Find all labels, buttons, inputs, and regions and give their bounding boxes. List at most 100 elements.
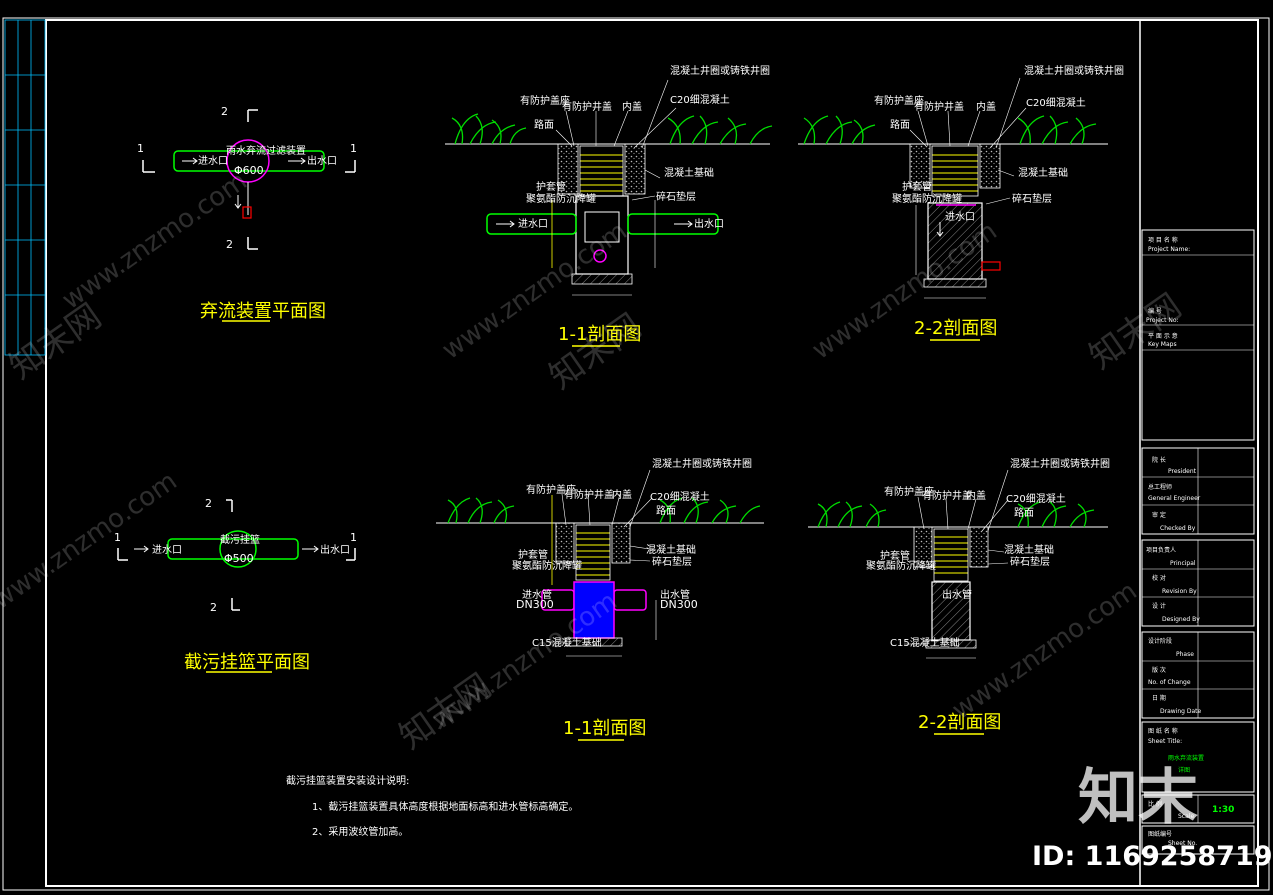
- title-block: [1139, 20, 1255, 886]
- sheet-no-en: Sheet No.: [1168, 840, 1197, 847]
- role-designed: 设 计: [1152, 602, 1166, 610]
- bottom11-outlet-pipe: 出水管: [660, 588, 690, 601]
- sheet-title-line-2: 详图: [1178, 766, 1190, 774]
- gravel-bed: [571, 273, 633, 285]
- bottom11-label-cover: 有防护井盖: [564, 488, 614, 501]
- left-binding-strip: [4, 19, 46, 356]
- top11-label-gravel: 碎石垫层: [656, 190, 696, 203]
- role-principal-en: Principal: [1170, 560, 1196, 567]
- top11-label-cover: 有防护井盖: [562, 100, 612, 113]
- role-president: 院 长: [1152, 456, 1166, 464]
- design-notes: 截污挂篮装置安装设计说明: 1、截污挂篮装置具体高度根据地面标高和进水管标高确定…: [286, 774, 578, 838]
- watermark-cn-2: 知末网: [542, 306, 648, 397]
- bottom11-label-c20: C20细混凝土: [650, 490, 710, 503]
- top22-label-sleeve: 护套管: [902, 180, 932, 193]
- diversion-drain-outlet: [242, 206, 252, 219]
- sheet-title-line-1: 雨水弃流装置: [1168, 754, 1204, 762]
- bottom22-label-collar: 混凝土井圈或铸铁井圈: [1010, 457, 1110, 470]
- bottom22-title: 2-2剖面图: [918, 712, 1001, 733]
- brand-watermark: 知末: [1078, 763, 1198, 833]
- bottom22-label-road: 路面: [1014, 506, 1034, 519]
- role-checked-en: Checked By: [1160, 525, 1196, 532]
- basket-device-circle: [219, 530, 257, 568]
- basket-plan-pipe: [167, 538, 299, 560]
- bottom22-label-cover: 有防护井盖: [922, 489, 972, 502]
- role-change: 版 次: [1152, 666, 1166, 674]
- chamber-body-4: [931, 581, 971, 641]
- top11-label-seat: 有防护盖座: [520, 94, 570, 107]
- basket-mark-2-bottom: 2: [210, 601, 217, 614]
- diversion-mark-2-bottom: 2: [226, 238, 233, 251]
- project-name-label: 项 目 名 称: [1148, 236, 1178, 244]
- bottom11-label-sleeve: 护套管: [518, 548, 548, 561]
- inner-frame: [45, 19, 1259, 887]
- grass-right-2: [1017, 115, 1097, 145]
- bottom11-inlet-size: DN300: [516, 598, 554, 611]
- scale-value: 1:30: [1212, 805, 1234, 815]
- basket-mark-1-left: 1: [114, 531, 121, 544]
- role-change-en: No. of Change: [1148, 679, 1191, 686]
- title-block-text: 项 目 名 称 Project Name: 编 号 Project No: 平 …: [1146, 236, 1234, 847]
- role-phase: 设计阶段: [1148, 637, 1172, 645]
- basket-outlet-label: 出水口: [320, 543, 350, 556]
- diversion-inlet-label: 进水口: [198, 155, 228, 167]
- top11-label-base: 混凝土基础: [664, 166, 714, 179]
- bottom22-label-gravel: 碎石垫层: [1010, 555, 1050, 568]
- watermark-url-6: www.znzmo.com: [947, 576, 1143, 726]
- top11-label-road: 路面: [534, 118, 554, 131]
- key-maps-label: 平 面 示 意: [1148, 332, 1178, 340]
- top22-label-tank: 聚氨酯防沉降罐: [892, 192, 962, 205]
- top11-label-c20: C20细混凝土: [670, 93, 730, 106]
- bottom11-label-base: 混凝土基础: [646, 543, 696, 556]
- bottom11-inlet-pipe: 进水管: [522, 588, 552, 601]
- top22-label-base: 混凝土基础: [1018, 166, 1068, 179]
- basket-plan: 截污挂篮 Φ500 进水口 出水口 2 2 1 1 截污挂篮平面图: [114, 497, 357, 673]
- role-principal: 项目负责人: [1146, 546, 1176, 554]
- bottom11-label-seat: 有防护盖座: [526, 483, 576, 496]
- top11-label-collar: 混凝土井圈或铸铁井圈: [670, 64, 770, 77]
- bottom11-label-inner: 内盖: [612, 488, 632, 501]
- bottom22-label-sleeve: 护套管: [880, 549, 910, 562]
- top11-inlet: 进水口: [518, 218, 548, 230]
- top11-label-tank: 聚氨酯防沉降罐: [526, 192, 596, 205]
- diversion-plan-title: 弃流装置平面图: [200, 301, 326, 322]
- basket-mark-1-right: 1: [350, 531, 357, 544]
- top22-label-collar: 混凝土井圈或铸铁井圈: [1024, 64, 1124, 77]
- outer-frame: [2, 17, 1270, 891]
- id-watermark: ID: 1169258719: [1032, 841, 1273, 872]
- top11-outlet: 出水口: [694, 217, 724, 230]
- sheet-title-label: 图 纸 名 称: [1148, 727, 1178, 735]
- bottom22-label-c15: C15混凝土基础: [890, 636, 960, 649]
- section-bottom-1-1: 进水管 DN300 出水管 DN300 混凝土井圈或铸铁井圈 有防护盖座 有防护…: [436, 457, 764, 741]
- role-date-en: Drawing Date: [1160, 708, 1202, 715]
- inlet-pipe: [486, 213, 577, 235]
- role-checked: 审 定: [1152, 511, 1166, 519]
- top11-leaders: [555, 79, 677, 201]
- sheet-title-en: Sheet Title:: [1148, 738, 1182, 745]
- sheet-no-label: 图纸编号: [1148, 830, 1172, 838]
- top22-label-gravel: 碎石垫层: [1012, 192, 1052, 205]
- bottom22-label-seat: 有防护盖座: [884, 485, 934, 498]
- top22-title: 2-2剖面图: [914, 318, 997, 339]
- role-revision-en: Revision By: [1162, 588, 1197, 595]
- concrete-collar-left: [557, 143, 579, 195]
- top22-label-c20: C20细混凝土: [1026, 96, 1086, 109]
- bottom22-label-base: 混凝土基础: [1004, 543, 1054, 556]
- project-no-en: Project No:: [1146, 317, 1179, 324]
- bottom11-title: 1-1剖面图: [563, 718, 646, 739]
- grass-right: [667, 115, 773, 145]
- watermark-cn-3: 知末网: [392, 666, 498, 757]
- diversion-plan: 雨水弃流过滤装置 Φ600 进水口 出水口 2 2 1 1 弃流装置平面图: [137, 105, 357, 322]
- diversion-device-label: 雨水弃流过滤装置: [226, 144, 306, 157]
- basket-mark-2-top: 2: [205, 497, 212, 510]
- watermark-url-4: www.znzmo.com: [0, 466, 183, 616]
- watermark-cn-4: 知末网: [1082, 286, 1188, 377]
- top22-inlet: 进水口: [945, 211, 975, 223]
- bottom11-label-c15: C15混凝土基础: [532, 636, 602, 649]
- bottom11-outlet-size: DN300: [660, 598, 698, 611]
- watermark-url-3: www.znzmo.com: [807, 216, 1003, 366]
- watermark-url-1: www.znzmo.com: [57, 166, 253, 316]
- bottom22-label-tank: 聚氨酯防沉降罐: [866, 559, 936, 572]
- grass-left: [451, 113, 527, 145]
